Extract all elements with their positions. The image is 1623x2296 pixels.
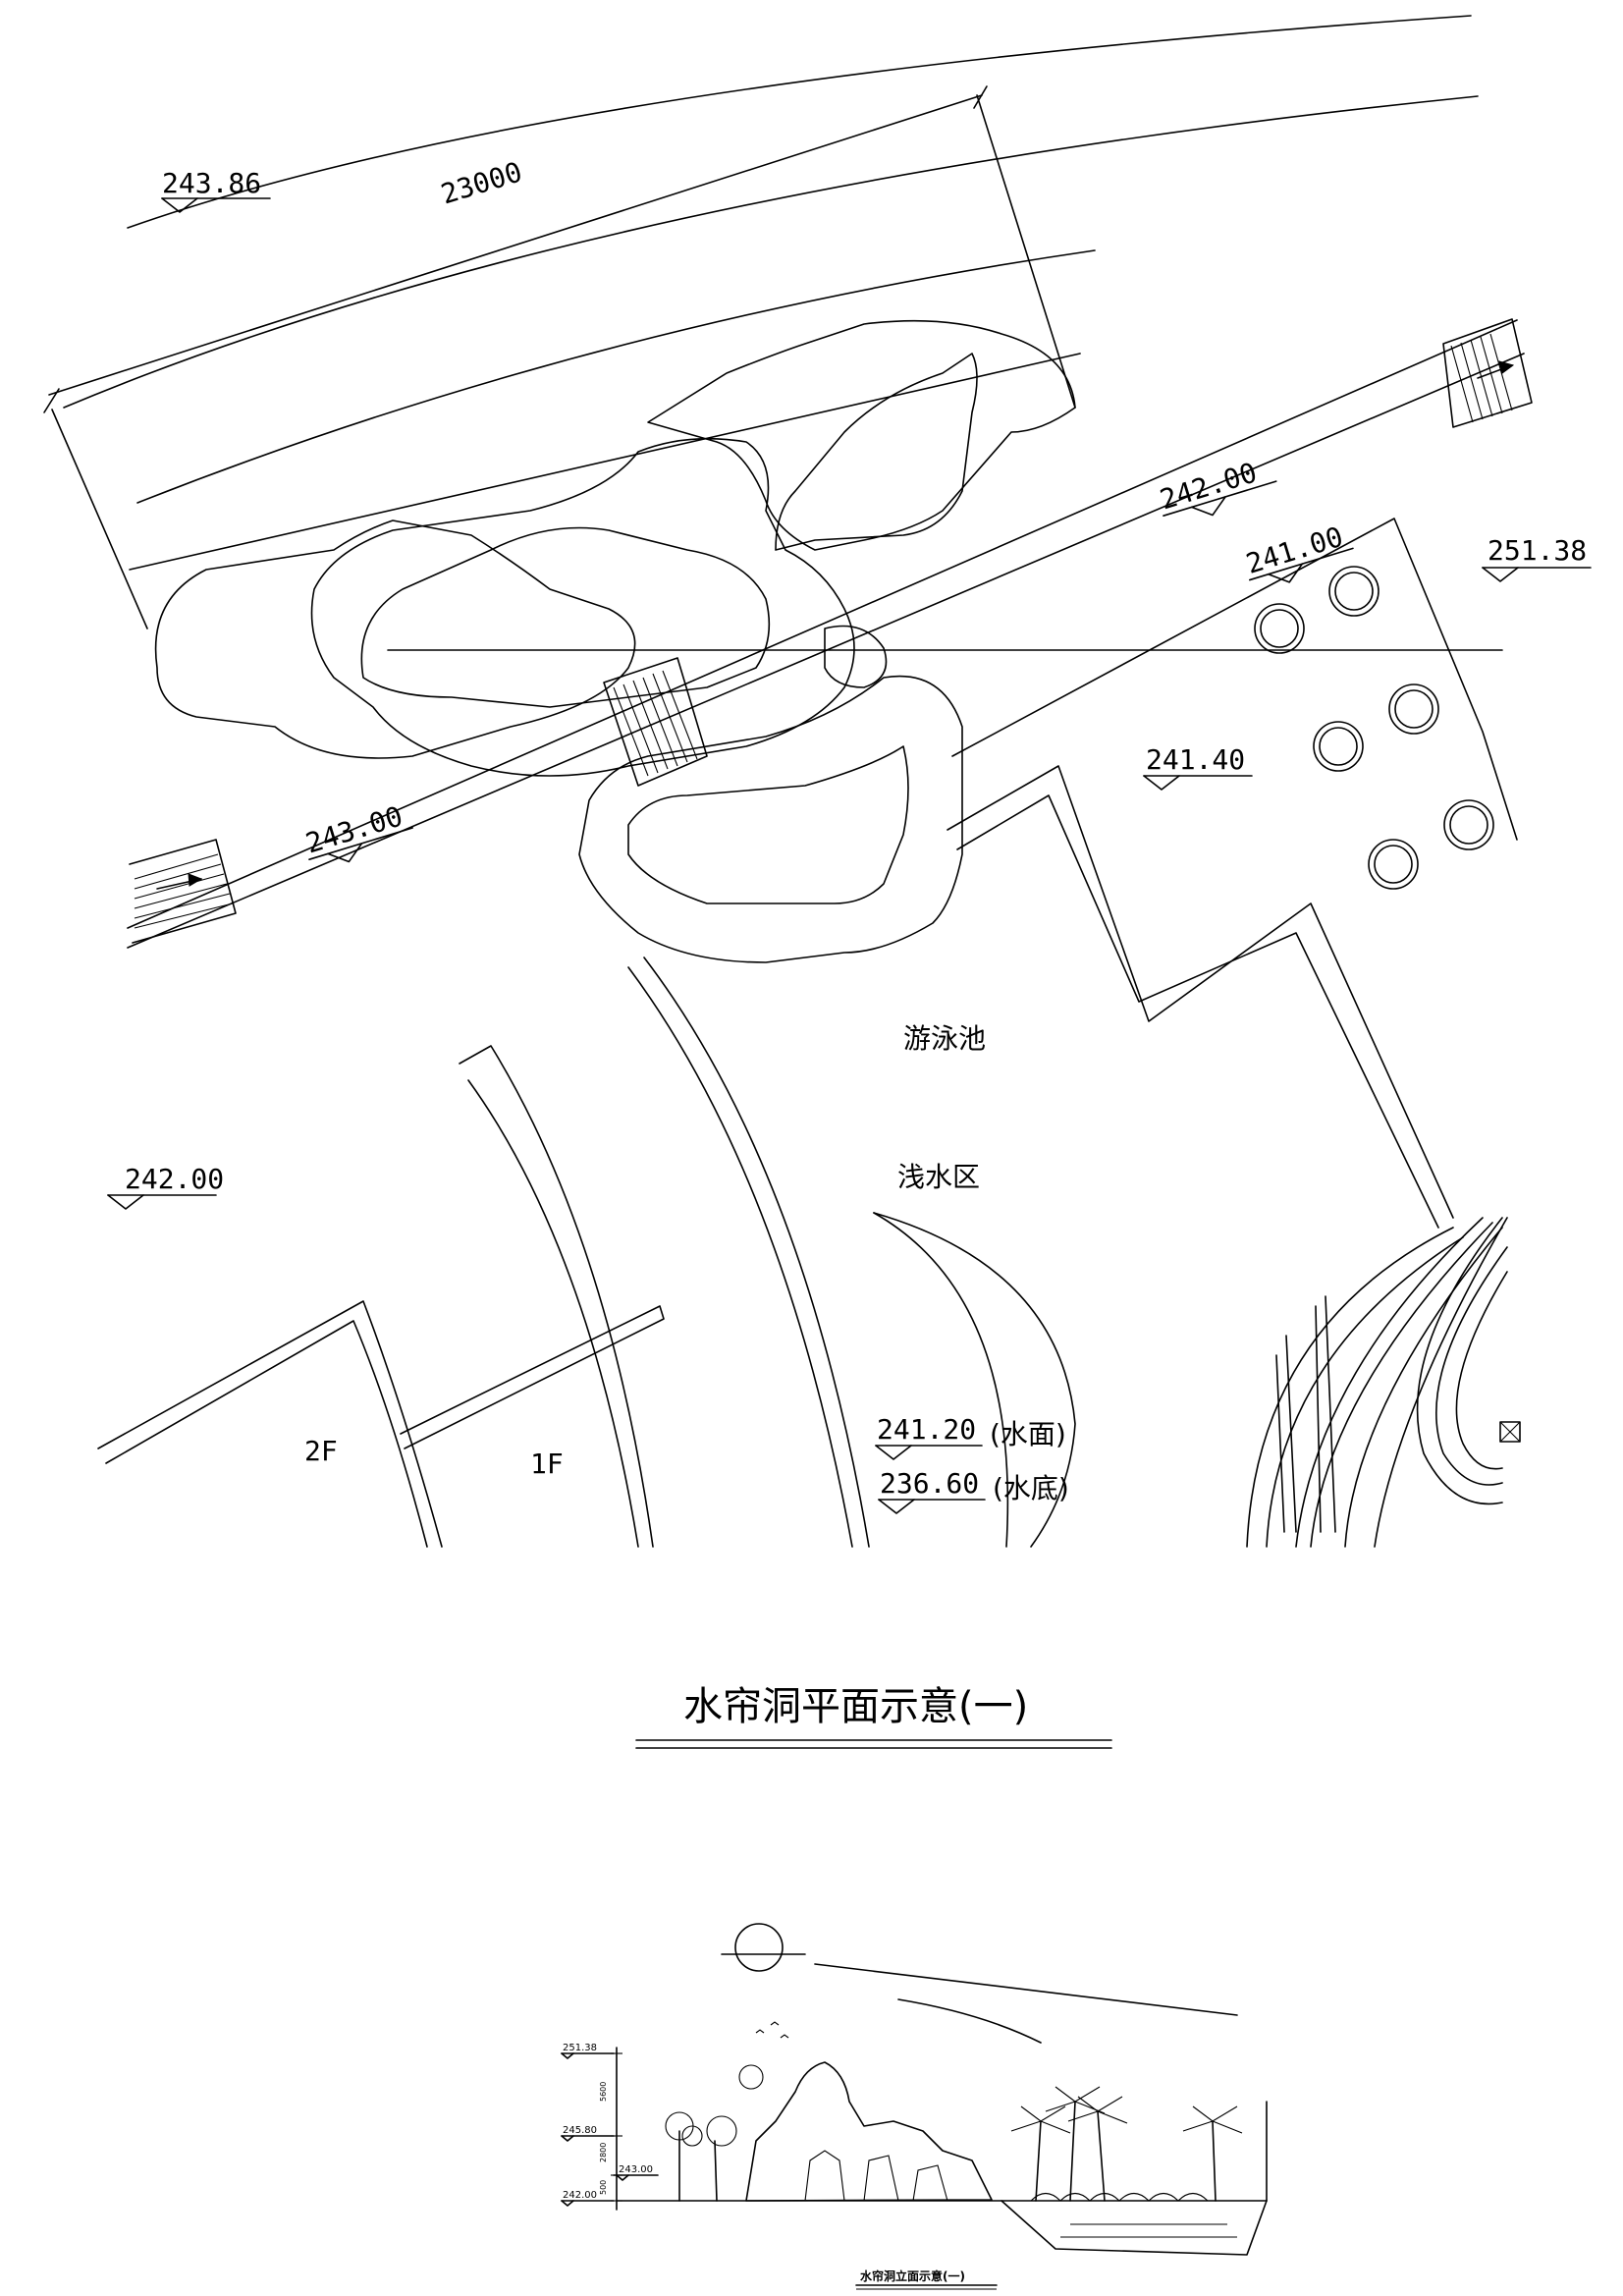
elevation-243-86: 243.86 [161,167,271,213]
dimension-text: 23000 [437,155,525,210]
elevation-241-00: 241.00 [1242,520,1354,583]
svg-text:251.38: 251.38 [1488,534,1587,567]
svg-text:243.00: 243.00 [619,2164,653,2175]
svg-text:243.86: 243.86 [162,167,261,199]
rockery-elevation [745,2061,993,2202]
elevation-view: 251.38 245.80 243.00 242.00 5600 2800 50… [561,1923,1268,2290]
stairs-left [129,839,237,944]
svg-text:241.20: 241.20 [877,1413,976,1446]
birds-icon [755,2021,789,2039]
svg-text:242.00: 242.00 [563,2190,597,2201]
shallow-area-label: 浅水区 [897,1161,980,1193]
elevation-242-00-top: 242.00 [1157,456,1277,517]
pool-label: 游泳池 [903,1022,986,1055]
slope-line [136,249,1096,504]
slope-line [129,353,1081,571]
marker-box [1499,1421,1521,1443]
horizon-line [814,1963,1238,2016]
plan-title: 水帘洞平面示意(一) [683,1684,1028,1729]
svg-text:5600: 5600 [599,2082,608,2102]
elevation-241-20: 241.20 (水面) [875,1413,1066,1460]
horizon-line [897,1998,1042,2044]
tree-circles [1254,566,1494,890]
svg-text:236.60: 236.60 [880,1467,979,1500]
elevation-levels: 251.38 245.80 243.00 242.00 5600 2800 50… [561,2043,659,2211]
pool-edge-wall [951,518,1518,841]
sun-icon [734,1923,784,1972]
svg-text:2800: 2800 [599,2143,608,2162]
rockery-outline [154,319,1076,963]
pool-zigzag-wall [956,794,1439,1229]
stairs-middle [603,657,708,787]
building-outline [97,957,1076,1548]
svg-text:251.38: 251.38 [563,2043,597,2053]
walkway-line [127,319,1518,929]
svg-text:245.80: 245.80 [563,2125,597,2136]
svg-text:242.00: 242.00 [125,1163,224,1195]
stream-curves [1246,1217,1508,1548]
svg-text:500: 500 [599,2180,608,2195]
svg-text:(水面): (水面) [990,1418,1066,1450]
elevation-title: 水帘洞立面示意(一) [860,2269,965,2283]
elevation-236-60: 236.60 (水底) [878,1467,1069,1514]
elevation-241-40: 241.40 [1143,743,1253,791]
svg-text:(水底): (水底) [993,1472,1069,1504]
svg-text:241.40: 241.40 [1146,743,1245,776]
plan-view: 23000 [43,15,1592,1749]
elevation-251-38: 251.38 [1482,534,1592,582]
water-basin [1001,2200,1268,2256]
slope-line [127,15,1472,229]
pool-zigzag-wall [947,765,1454,1219]
elevation-242-00-left: 242.00 [107,1163,224,1210]
floor-1f-label: 1F [530,1448,564,1480]
elevation-243-00: 243.00 [302,799,413,863]
svg-text:242.00: 242.00 [1157,456,1261,516]
floor-2f-label: 2F [304,1435,338,1467]
stairs-right [1442,318,1533,428]
trees-elevation [665,2064,1243,2202]
slope-line [63,95,1479,409]
